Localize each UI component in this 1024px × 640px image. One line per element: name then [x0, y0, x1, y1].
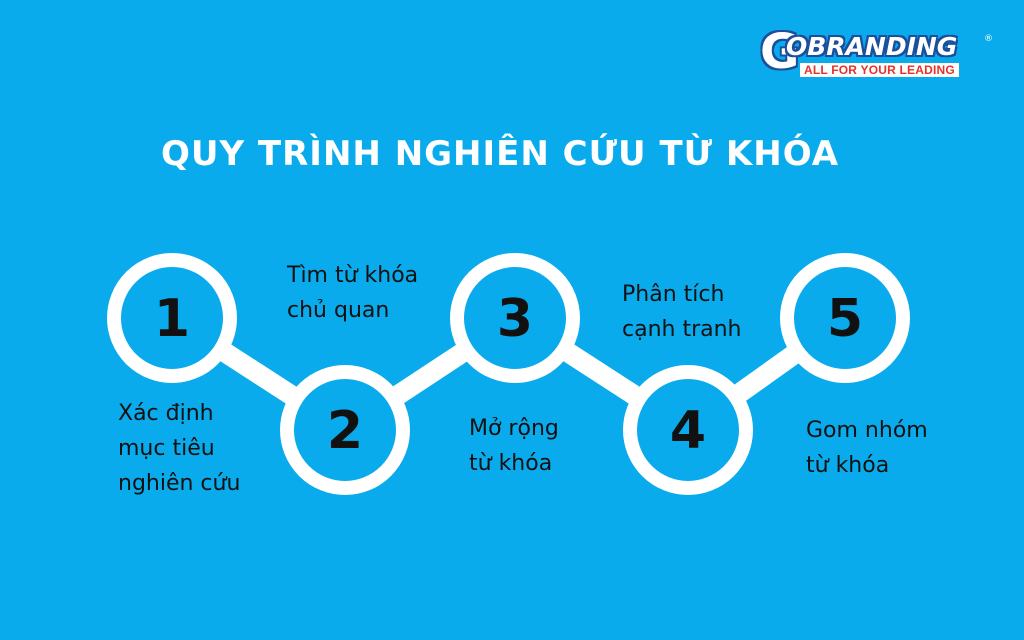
step-node-2: 2 — [280, 365, 410, 495]
step-2-label-line: Tìm từ khóa — [287, 263, 419, 288]
step-4-label: Phân tích cạnh tranh — [622, 277, 742, 347]
step-3-number: 3 — [497, 289, 533, 349]
step-5-number: 5 — [827, 289, 863, 349]
gobranding-logo: G OBRANDING ALL FOR YOUR LEADING ® — [760, 24, 993, 86]
step-2-label-line: chủ quan — [287, 298, 390, 323]
step-node-1: 1 — [107, 253, 237, 383]
step-5-label-line: từ khóa — [806, 453, 890, 478]
step-1-number: 1 — [154, 289, 190, 349]
step-3-label-line: từ khóa — [469, 451, 553, 476]
step-5-label: Gom nhóm từ khóa — [806, 413, 928, 483]
step-node-5: 5 — [780, 253, 910, 383]
step-1-label-line: Xác định — [118, 401, 214, 426]
step-node-3: 3 — [450, 253, 580, 383]
page-title: QUY TRÌNH NGHIÊN CỨU TỪ KHÓA — [160, 134, 840, 174]
step-3-label: Mở rộng từ khóa — [469, 411, 559, 481]
step-4-number: 4 — [670, 401, 706, 461]
step-3-label-line: Mở rộng — [469, 416, 559, 441]
step-2-ring — [280, 365, 410, 495]
logo-tagline: ALL FOR YOUR LEADING — [800, 63, 959, 77]
logo-name: OBRANDING — [786, 32, 958, 61]
logo-registered-mark: ® — [984, 34, 993, 44]
step-3-ring — [450, 253, 580, 383]
step-5-label-line: Gom nhóm — [806, 418, 928, 443]
step-2-label: Tìm từ khóa chủ quan — [287, 258, 418, 328]
step-1-label-line: nghiên cứu — [118, 471, 241, 496]
step-5-ring — [780, 253, 910, 383]
logo-letter: G — [760, 24, 800, 80]
step-4-ring — [623, 365, 753, 495]
step-4-label-line: Phân tích — [622, 282, 725, 307]
step-node-4: 4 — [623, 365, 753, 495]
step-4-label-line: cạnh tranh — [622, 317, 742, 342]
step-2-number: 2 — [327, 401, 363, 461]
step-1-label-line: mục tiêu — [118, 436, 215, 461]
step-1-label: Xác định mục tiêu nghiên cứu — [118, 396, 240, 501]
step-1-ring — [107, 253, 237, 383]
